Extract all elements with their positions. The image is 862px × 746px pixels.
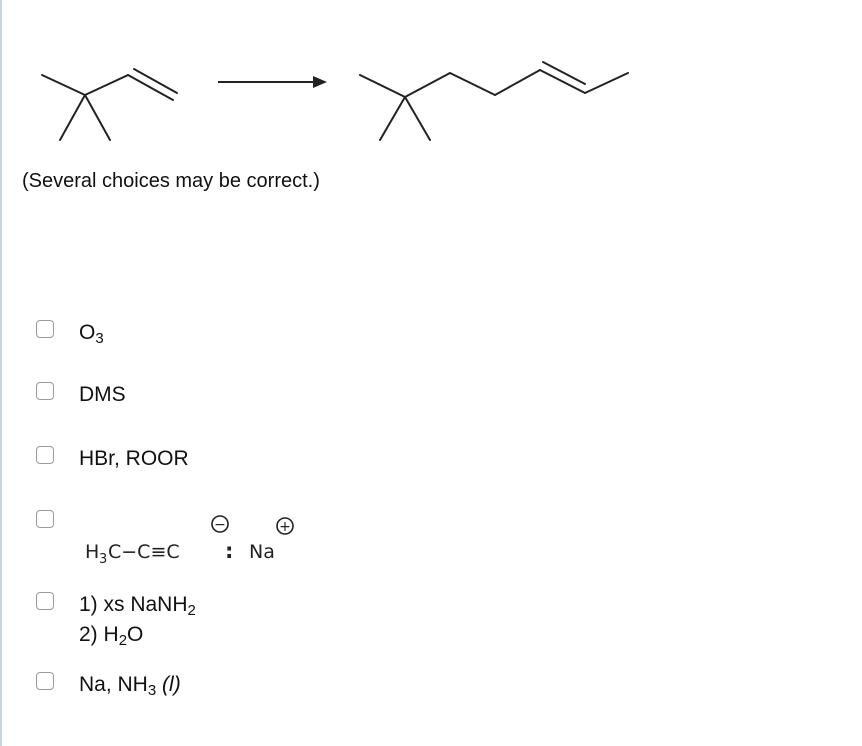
instruction-text: (Several choices may be correct.) [22, 170, 320, 192]
svg-text:+: + [279, 519, 291, 535]
choice-sodium-acetylide[interactable]: H 3 C−C≡C : Na − + [36, 508, 319, 568]
choice-label-dms: DMS [79, 383, 126, 406]
choice-label-ozone: O3 [79, 321, 104, 347]
choice-label-dissolving-metal: Na, NH3 (l) [79, 673, 181, 699]
svg-text:C−C≡C: C−C≡C [108, 541, 180, 563]
choice-dms[interactable]: DMS [36, 380, 126, 410]
reaction-arrow [218, 76, 327, 88]
checkbox-hbr-roor[interactable] [36, 446, 54, 464]
checkbox-dms[interactable] [36, 382, 54, 400]
positive-charge-icon: + [276, 517, 294, 535]
left-border-rule [0, 0, 2, 746]
svg-text::: : [225, 539, 233, 563]
choice-nanh2-h2o[interactable]: 1) xs NaNH2 2) H2O [36, 590, 196, 650]
choice-hbr-roor[interactable]: HBr, ROOR [36, 444, 189, 474]
svg-text:3: 3 [99, 552, 107, 567]
choice-label-nanh2-h2o: 1) xs NaNH2 2) H2O [79, 590, 196, 650]
reactant-structure [41, 68, 178, 141]
choice-label-hbr-roor: HBr, ROOR [79, 447, 189, 470]
acetylide-structure: H 3 C−C≡C : Na − + [85, 515, 294, 567]
checkbox-ozone[interactable] [36, 320, 54, 338]
step-2-text: 2) H2O [79, 623, 144, 649]
product-structure [359, 61, 629, 141]
choice-dissolving-metal[interactable]: Na, NH3 (l) [36, 670, 181, 700]
svg-text:−: − [214, 517, 226, 533]
choice-ozone[interactable]: O3 [36, 318, 104, 348]
checkbox-sodium-acetylide[interactable] [36, 510, 54, 528]
checkbox-dissolving-metal[interactable] [36, 672, 54, 690]
negative-charge-icon: − [211, 515, 229, 533]
checkbox-nanh2-h2o[interactable] [36, 592, 54, 610]
svg-text:H: H [85, 541, 99, 563]
step-1-text: 1) xs NaNH2 [79, 593, 196, 619]
svg-text:Na: Na [249, 541, 275, 563]
reaction-scheme [41, 61, 629, 141]
